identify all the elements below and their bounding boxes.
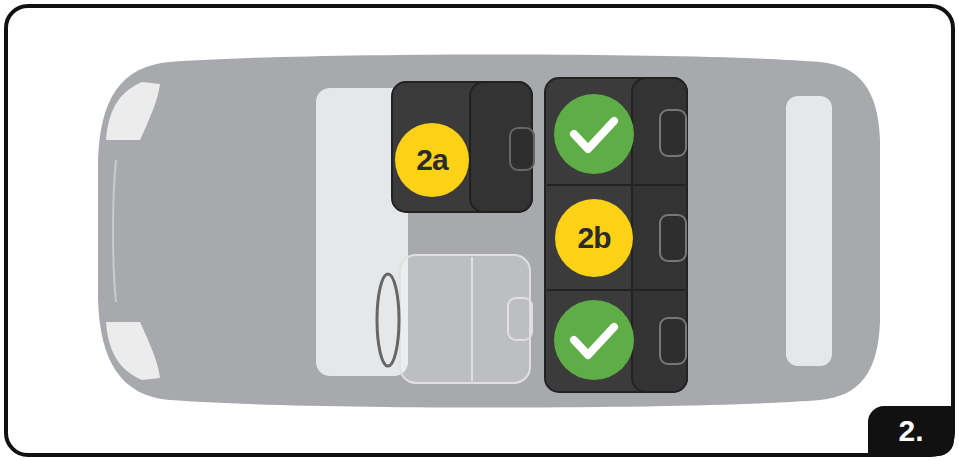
callout-number: 2b [577,223,610,253]
callout-number: 2a [416,145,447,175]
rear-window [786,96,832,366]
figure-number: 2. [868,406,954,456]
seat-badge: 2a [395,123,469,197]
driver-seat [377,255,532,383]
check-mark [554,94,634,174]
steering-wheel [377,274,399,366]
headlight [106,82,160,140]
bonnet-line [113,160,116,302]
car-body [98,55,880,408]
front-passenger-seat [392,82,534,212]
headlight [106,322,160,380]
frame [6,6,953,455]
rear-bench [545,78,687,392]
check-mark [554,300,634,380]
seat-badge: 2b [555,199,633,277]
figure-label: 2. [898,416,923,446]
